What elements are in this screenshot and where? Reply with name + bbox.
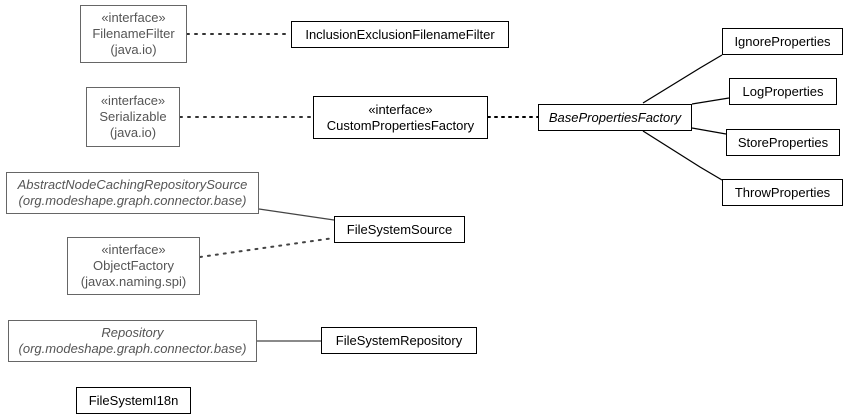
class-name: Repository [101,325,164,340]
package-name: (org.modeshape.graph.connector.base) [18,341,247,356]
node-object-factory[interactable]: «interface» ObjectFactory (javax.naming.… [67,237,200,295]
class-name: InclusionExclusionFilenameFilter [305,26,495,42]
stereotype-label: «interface» [101,242,166,257]
class-name: CustomPropertiesFactory [326,117,475,133]
node-ignore-properties[interactable]: IgnoreProperties [722,28,843,55]
edge-source-realizes-objectfactory [199,237,335,258]
class-name: IgnoreProperties [734,33,831,49]
edge-log-extends-base [691,97,730,105]
node-throw-properties[interactable]: ThrowProperties [722,179,843,206]
node-abstract-node-caching-repository-source[interactable]: AbstractNodeCachingRepositorySource (org… [6,172,259,214]
class-name: Serializable [99,109,167,124]
package-name: (java.io) [110,42,157,57]
class-name: FilenameFilter [92,26,175,41]
edge-throw-extends-base [642,130,723,181]
node-file-system-i18n[interactable]: FileSystemI18n [76,387,191,414]
package-name: (java.io) [109,125,157,140]
class-name: LogProperties [742,83,824,99]
node-file-system-repository[interactable]: FileSystemRepository [321,327,477,354]
stereotype-label: «interface» [101,10,166,25]
package-name: (org.modeshape.graph.connector.base) [18,193,247,208]
class-name: FileSystemI18n [88,392,179,408]
node-base-properties-factory[interactable]: BasePropertiesFactory [538,104,692,131]
node-filename-filter[interactable]: «interface» FilenameFilter (java.io) [80,5,187,63]
class-name: FileSystemSource [346,221,453,237]
edge-source-extends-abstract [258,208,335,221]
class-name: ObjectFactory [93,258,174,273]
class-name: ThrowProperties [734,184,831,200]
node-custom-properties-factory[interactable]: «interface» CustomPropertiesFactory [313,96,488,139]
node-log-properties[interactable]: LogProperties [729,78,837,105]
stereotype-label: «interface» [100,93,166,108]
class-name: FileSystemRepository [335,332,463,348]
node-store-properties[interactable]: StoreProperties [726,129,840,156]
stereotype-label: «interface» [368,101,433,117]
class-name: AbstractNodeCachingRepositorySource [17,177,248,192]
edge-ignore-extends-base [642,54,723,104]
node-repository[interactable]: Repository (org.modeshape.graph.connecto… [8,320,257,362]
package-name: (javax.naming.spi) [80,274,187,289]
edge-store-extends-base [691,127,727,135]
node-inclusion-exclusion-filename-filter[interactable]: InclusionExclusionFilenameFilter [291,21,509,48]
class-name: StoreProperties [737,134,829,150]
node-file-system-source[interactable]: FileSystemSource [334,216,465,243]
class-name: BasePropertiesFactory [548,109,682,125]
node-serializable[interactable]: «interface» Serializable (java.io) [86,87,180,147]
